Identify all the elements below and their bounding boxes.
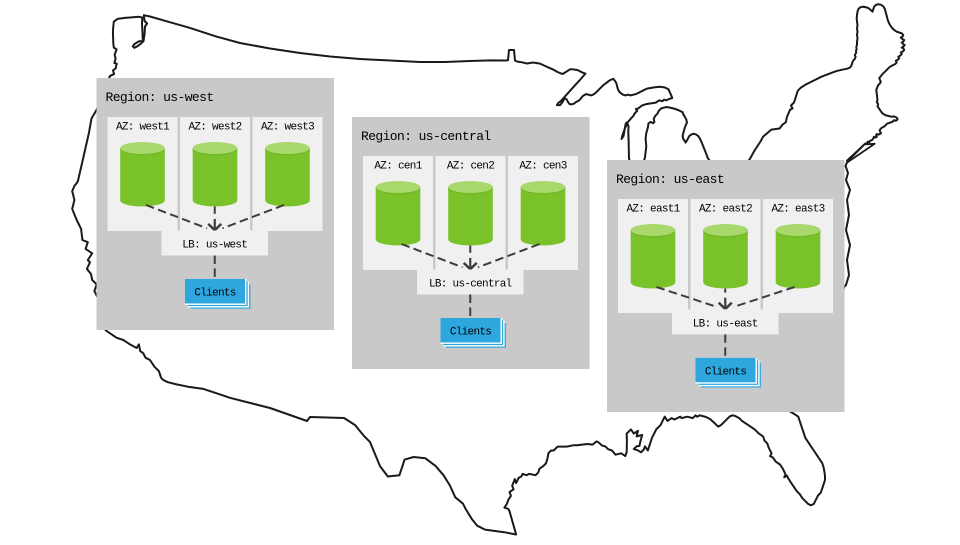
- svg-text:AZ: west2: AZ: west2: [188, 122, 241, 134]
- svg-text:Region: us-west: Region: us-west: [106, 90, 214, 105]
- svg-text:AZ: cen3: AZ: cen3: [519, 161, 566, 173]
- svg-text:AZ: east2: AZ: east2: [699, 204, 752, 216]
- svg-text:AZ: east1: AZ: east1: [626, 204, 680, 216]
- svg-text:Clients: Clients: [705, 366, 746, 378]
- svg-text:Region: us-central: Region: us-central: [361, 129, 491, 144]
- svg-text:Clients: Clients: [450, 327, 491, 339]
- svg-text:AZ: west3: AZ: west3: [261, 122, 314, 134]
- svg-text:LB: us-central: LB: us-central: [429, 279, 512, 291]
- svg-text:AZ: west1: AZ: west1: [116, 122, 170, 134]
- svg-text:Clients: Clients: [194, 288, 235, 300]
- svg-text:AZ: cen2: AZ: cen2: [447, 161, 494, 173]
- svg-text:Region: us-east: Region: us-east: [616, 172, 724, 187]
- svg-text:LB: us-west: LB: us-west: [182, 240, 247, 252]
- svg-text:AZ: cen1: AZ: cen1: [374, 161, 422, 173]
- svg-text:AZ: east3: AZ: east3: [771, 204, 824, 216]
- svg-text:LB: us-east: LB: us-east: [693, 318, 758, 330]
